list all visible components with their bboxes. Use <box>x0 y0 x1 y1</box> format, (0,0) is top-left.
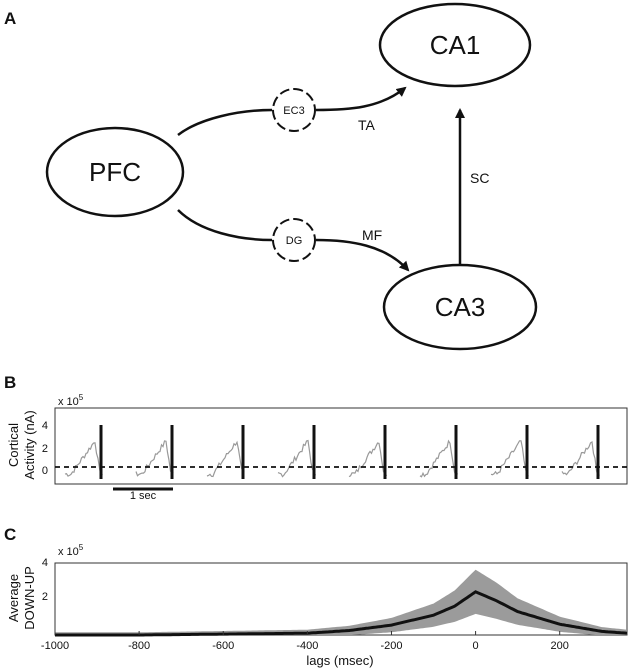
up-state-trace <box>277 439 317 478</box>
ca3-label: CA3 <box>435 292 486 322</box>
panel-c-ylabel: Average DOWN-UP <box>6 566 37 630</box>
sc-label: SC <box>470 170 489 186</box>
variance-band <box>55 569 627 635</box>
panel-c-plot <box>55 569 628 637</box>
svg-text:Activity (nA): Activity (nA) <box>22 410 37 479</box>
svg-text:DOWN-UP: DOWN-UP <box>22 566 37 630</box>
dg-relay <box>272 218 316 262</box>
panel-c-letter: C <box>4 525 16 544</box>
pfc-to-dg-path <box>177 209 273 242</box>
ec3-label: EC3 <box>283 105 304 117</box>
x-tick-label: -200 <box>380 640 402 652</box>
pfc-to-ec3-path <box>177 108 273 136</box>
x-tick-label: 0 <box>473 640 479 652</box>
x-tick-label: -400 <box>296 640 318 652</box>
up-state-trace <box>561 441 600 478</box>
x-tick-label: 200 <box>551 640 569 652</box>
panel-b-ytick: 4 <box>42 420 48 432</box>
panel-a-letter: A <box>4 9 16 28</box>
x-tick-label: -600 <box>212 640 234 652</box>
x-tick-label: -1000 <box>41 640 69 652</box>
panel-c-xticks: -1000 -800 -600 -400 -200 0 200 <box>41 631 569 652</box>
panel-b-ylabel: Cortical Activity (nA) <box>6 410 37 479</box>
panel-b-ytick: 2 <box>42 443 48 455</box>
mean-trace <box>55 590 628 637</box>
scale-bar-label: 1 sec <box>130 490 157 502</box>
pfc-node <box>45 126 185 218</box>
ta-label: TA <box>358 117 376 133</box>
ca1-label: CA1 <box>430 30 481 60</box>
ec3-relay <box>272 88 316 132</box>
panel-b-traces <box>64 425 600 479</box>
panel-b-ytick: 0 <box>42 465 48 477</box>
panel-c-xlabel: lags (msec) <box>306 653 373 668</box>
panel-b-letter: B <box>4 373 16 392</box>
panel-b-exponent: x 105 <box>58 393 84 408</box>
up-state-trace <box>206 440 245 478</box>
svg-text:Average: Average <box>6 574 21 622</box>
mf-label: MF <box>362 227 382 243</box>
panel-c-ytick: 4 <box>42 557 48 569</box>
dg-label: DG <box>286 235 303 247</box>
svg-text:Cortical: Cortical <box>6 423 21 467</box>
ca1-node <box>378 2 532 88</box>
pfc-label: PFC <box>89 157 141 187</box>
panel-b-plot-frame <box>54 407 628 485</box>
panel-c-exponent: x 105 <box>58 543 84 558</box>
dg-to-ca3-arrow <box>315 238 410 272</box>
panel-c-ytick: 2 <box>42 591 48 603</box>
x-tick-label: -800 <box>128 640 150 652</box>
up-state-trace <box>64 442 103 478</box>
ec3-to-ca1-arrow <box>315 86 407 112</box>
up-state-trace <box>490 440 529 477</box>
up-state-trace <box>135 440 174 477</box>
up-state-trace <box>419 439 459 479</box>
up-state-trace <box>348 442 388 478</box>
